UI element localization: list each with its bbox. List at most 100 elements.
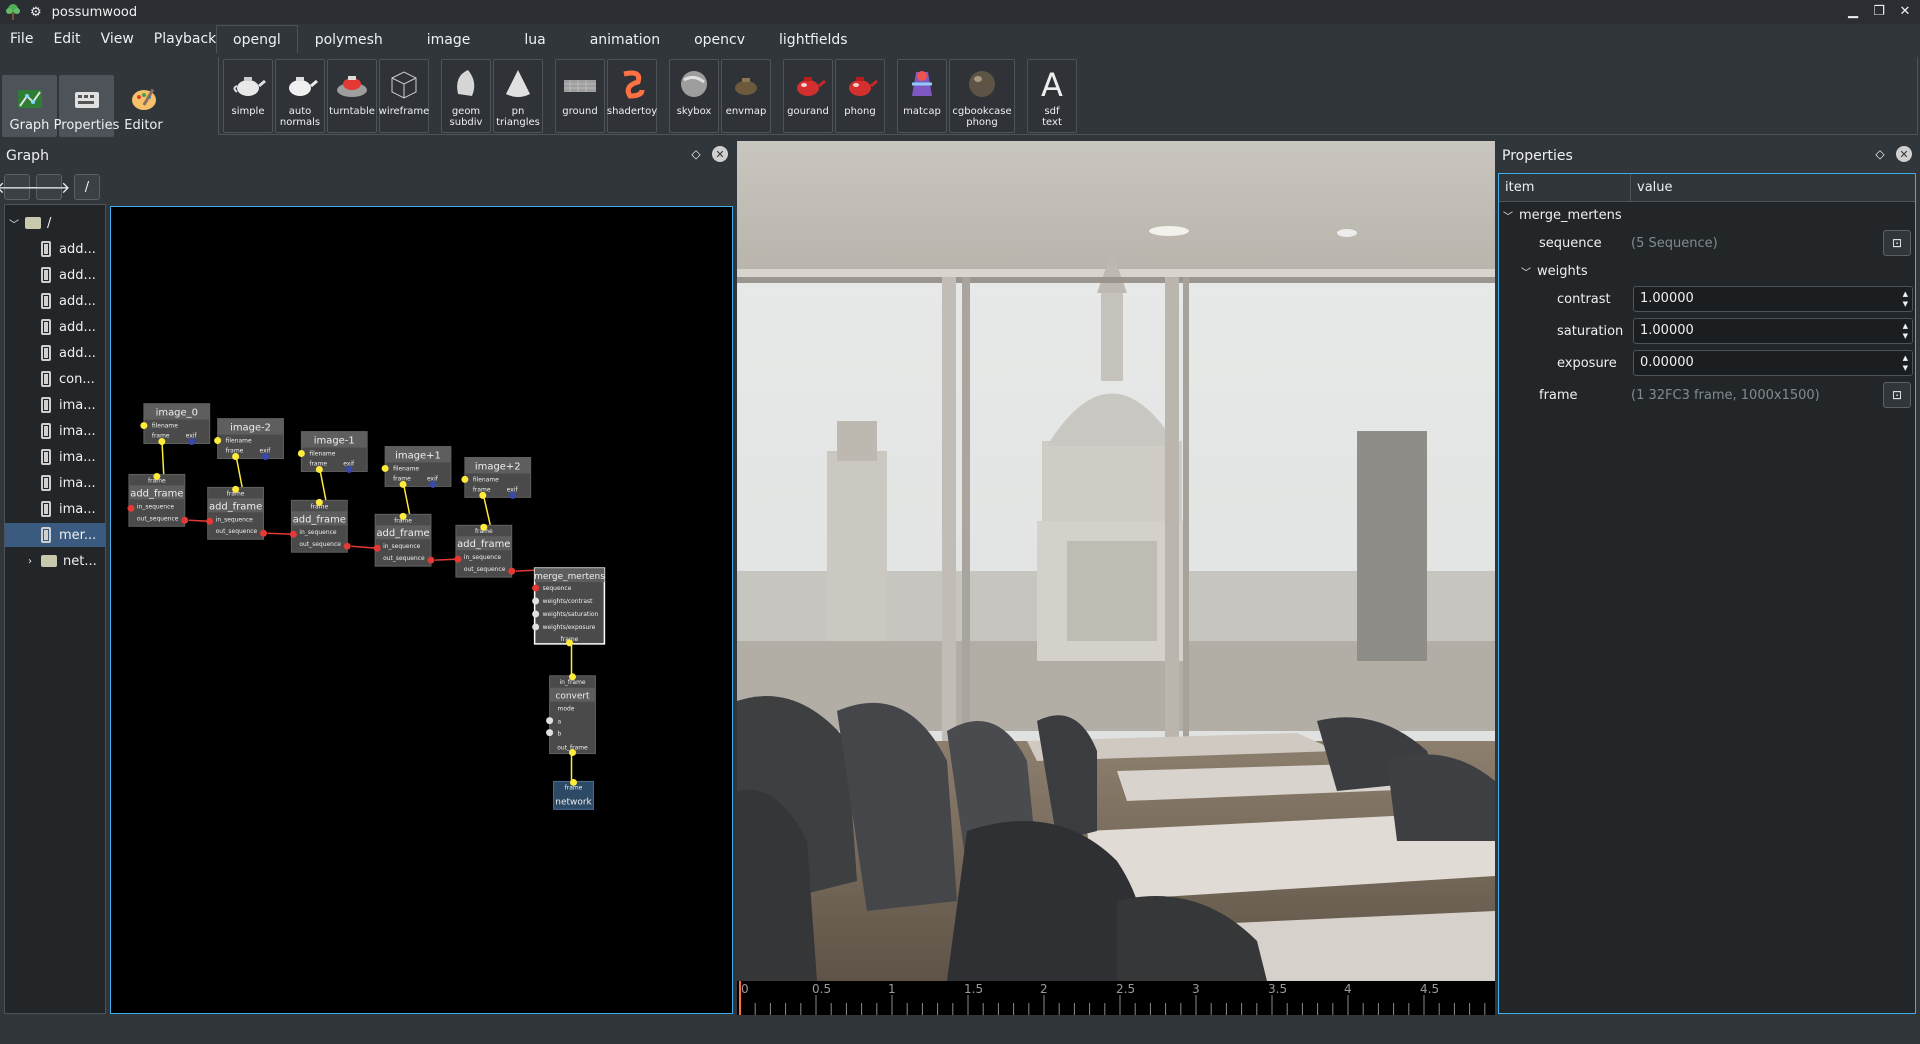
chevron-right-icon[interactable]: › bbox=[28, 555, 32, 567]
chevron-down-icon[interactable]: ﹀ bbox=[1521, 267, 1531, 279]
output-port[interactable] bbox=[427, 556, 435, 564]
input-port[interactable] bbox=[569, 673, 577, 681]
input-port[interactable] bbox=[532, 610, 540, 618]
input-port[interactable] bbox=[297, 450, 305, 457]
input-port[interactable] bbox=[214, 437, 222, 445]
input-port[interactable] bbox=[546, 729, 554, 737]
prop-row-weights[interactable]: ﹀ weights bbox=[1499, 258, 1915, 284]
tab-polymesh[interactable]: polymesh bbox=[314, 32, 383, 48]
tree-item[interactable]: add... bbox=[5, 341, 105, 365]
input-port[interactable] bbox=[546, 717, 554, 725]
input-port[interactable] bbox=[153, 472, 161, 480]
spin-arrows-icon[interactable]: ▲▼ bbox=[1902, 290, 1908, 308]
tab-opencv[interactable]: opencv bbox=[694, 32, 746, 48]
float-icon[interactable]: ◇ bbox=[691, 147, 701, 161]
input-port[interactable] bbox=[206, 517, 214, 525]
menu-view[interactable]: View bbox=[100, 31, 134, 47]
editor-mode-button[interactable]: Editor bbox=[116, 75, 171, 137]
sequence-edit-button[interactable]: ⊡ bbox=[1883, 230, 1911, 256]
add-frame-node[interactable] bbox=[290, 499, 348, 553]
tool-matcap-button[interactable]: matcap bbox=[897, 59, 947, 133]
output-port[interactable] bbox=[569, 749, 577, 757]
input-port[interactable] bbox=[570, 778, 577, 786]
restore-icon[interactable]: ❐ bbox=[1873, 3, 1885, 19]
exposure-spinbox[interactable]: 0.00000▲▼ bbox=[1633, 350, 1913, 376]
input-port[interactable] bbox=[480, 523, 488, 531]
output-port[interactable] bbox=[508, 567, 516, 575]
network-node[interactable] bbox=[553, 780, 594, 810]
menu-file[interactable]: File bbox=[10, 31, 34, 47]
tab-lua[interactable]: lua bbox=[524, 32, 546, 48]
output-port[interactable] bbox=[188, 438, 196, 446]
input-port[interactable] bbox=[399, 512, 407, 520]
tool-simple-button[interactable]: simple bbox=[223, 59, 273, 133]
spin-arrows-icon[interactable]: ▲▼ bbox=[1902, 354, 1908, 372]
tree-item[interactable]: ﹀/ bbox=[5, 211, 105, 235]
prop-row-frame[interactable]: frame (1 32FC3 frame, 1000x1500) ⊡ bbox=[1499, 382, 1915, 408]
close-icon[interactable]: ✕ bbox=[1899, 3, 1911, 19]
spin-arrows-icon[interactable]: ▲▼ bbox=[1902, 322, 1908, 340]
add-frame-node[interactable] bbox=[207, 486, 265, 540]
tool-ground-button[interactable]: ground bbox=[555, 59, 605, 133]
back-button[interactable]: 🡐 bbox=[0, 174, 38, 200]
prop-row-sequence[interactable]: sequence (5 Sequence) ⊡ bbox=[1499, 230, 1915, 256]
tool-turntable-button[interactable]: turntable bbox=[327, 59, 377, 133]
input-port[interactable] bbox=[127, 504, 135, 512]
tab-lightfields[interactable]: lightfields bbox=[779, 32, 848, 48]
output-port[interactable] bbox=[345, 465, 353, 473]
menu-edit[interactable]: Edit bbox=[53, 31, 81, 47]
tree-item[interactable]: add... bbox=[5, 315, 105, 339]
chevron-down-icon[interactable]: ﹀ bbox=[9, 219, 19, 231]
column-value[interactable]: value bbox=[1637, 180, 1673, 195]
minimize-icon[interactable]: ▁ bbox=[1848, 3, 1858, 19]
tool-envmap-button[interactable]: envmap bbox=[721, 59, 771, 133]
tool-pn-triangles-button[interactable]: pn triangles bbox=[493, 59, 543, 133]
tree-item[interactable]: con... bbox=[5, 367, 105, 391]
convert-node[interactable] bbox=[549, 675, 596, 755]
input-port[interactable] bbox=[315, 498, 323, 506]
tree-item[interactable]: add... bbox=[5, 263, 105, 287]
tree-item[interactable]: ima... bbox=[5, 445, 105, 469]
input-port[interactable] bbox=[373, 544, 381, 552]
output-port[interactable] bbox=[399, 480, 407, 488]
tool-phong-button[interactable]: phong bbox=[835, 59, 885, 133]
input-port[interactable] bbox=[454, 555, 462, 563]
tab-animation[interactable]: animation bbox=[589, 32, 661, 48]
menu-playback[interactable]: Playback bbox=[153, 31, 217, 47]
tree-item[interactable]: ima... bbox=[5, 419, 105, 443]
add-frame-node[interactable] bbox=[374, 513, 432, 567]
path-button[interactable]: / bbox=[74, 174, 100, 200]
output-port[interactable] bbox=[343, 542, 351, 550]
output-port[interactable] bbox=[509, 491, 517, 499]
tree-item[interactable]: ›net... bbox=[5, 549, 105, 573]
tool-geom-subdiv-button[interactable]: geom subdiv bbox=[441, 59, 491, 133]
tree-item[interactable]: ima... bbox=[5, 471, 105, 495]
output-port[interactable] bbox=[158, 438, 166, 446]
forward-button[interactable]: 🡒 bbox=[28, 174, 70, 200]
tree-item[interactable]: add... bbox=[5, 289, 105, 313]
output-port[interactable] bbox=[232, 453, 240, 460]
tab-image[interactable]: image bbox=[426, 32, 471, 48]
tool-auto-normals-button[interactable]: auto normals bbox=[275, 59, 325, 133]
chevron-down-icon[interactable]: ﹀ bbox=[1503, 211, 1513, 223]
input-port[interactable] bbox=[461, 475, 469, 483]
output-port[interactable] bbox=[566, 639, 574, 647]
tree-item[interactable]: add... bbox=[5, 237, 105, 261]
add-frame-node[interactable] bbox=[128, 473, 186, 527]
float-icon[interactable]: ◇ bbox=[1875, 147, 1885, 161]
frame-edit-button[interactable]: ⊡ bbox=[1883, 382, 1911, 408]
input-port[interactable] bbox=[140, 422, 148, 430]
gear-icon[interactable]: ⚙ bbox=[30, 4, 42, 20]
prop-row-node[interactable]: ﹀ merge_mertens bbox=[1499, 202, 1915, 228]
input-port[interactable] bbox=[532, 584, 540, 592]
input-port[interactable] bbox=[532, 597, 540, 605]
tool-cgbookcase-phong-button[interactable]: cgbookcase phong bbox=[949, 59, 1015, 133]
3d-viewport[interactable] bbox=[737, 141, 1495, 981]
output-port[interactable] bbox=[429, 480, 437, 488]
close-panel-icon[interactable]: ✕ bbox=[712, 146, 728, 162]
input-port[interactable] bbox=[381, 464, 389, 472]
input-port[interactable] bbox=[232, 485, 240, 493]
